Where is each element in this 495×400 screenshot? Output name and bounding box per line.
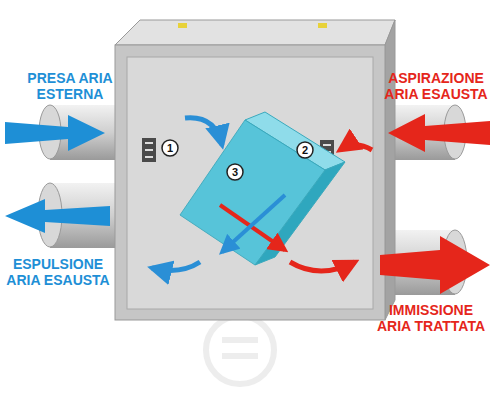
flow-label: IMMISSIONE ARIA TRATTATA — [372, 302, 490, 334]
callout-number: 1 — [167, 142, 173, 154]
flow-label: PRESA ARIA ESTERNA — [20, 70, 120, 102]
callout-circle: 3 — [226, 163, 244, 181]
flow-arrow — [152, 118, 372, 271]
callout-number: 2 — [302, 144, 308, 156]
callout-circle: 1 — [161, 139, 179, 157]
housing — [115, 20, 395, 320]
flow-label: ESPULSIONE ARIA ESAUSTA — [2, 256, 114, 288]
callout-circle: 2 — [296, 141, 314, 159]
flow-label: ASPIRAZIONE ARIA ESAUSTA — [380, 70, 492, 102]
callout-number: 3 — [232, 166, 238, 178]
watermark-logo — [206, 316, 274, 384]
heat-exchanger — [180, 112, 345, 265]
